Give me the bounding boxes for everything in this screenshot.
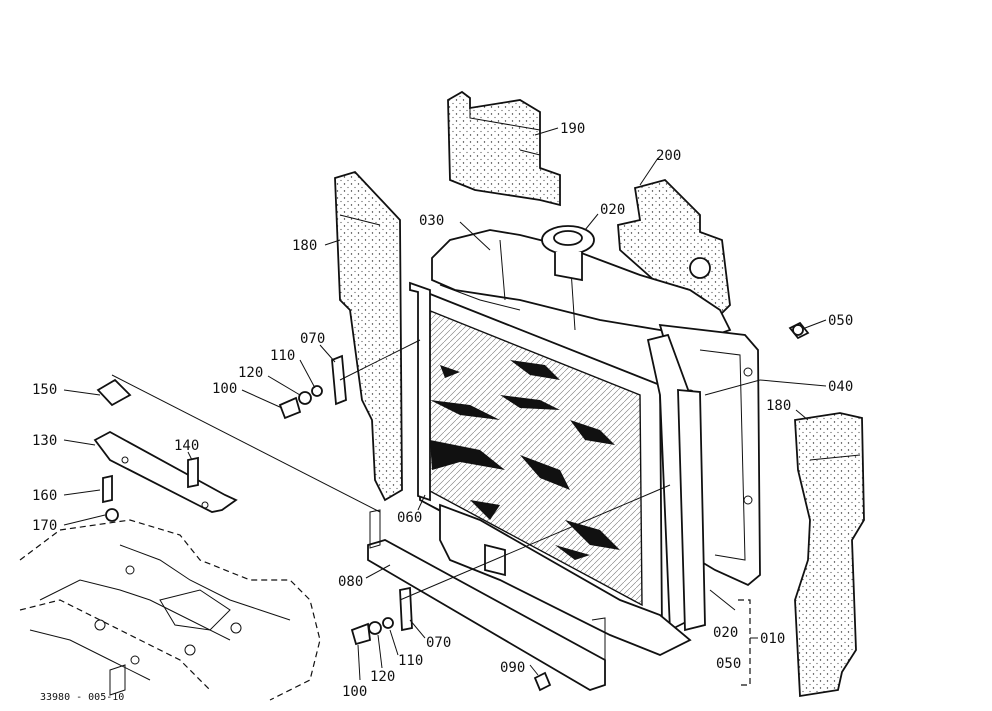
label-020-cap: 020 — [600, 202, 625, 218]
bracket-plate-150 — [96, 378, 132, 407]
foam-piece-190 — [447, 90, 561, 207]
label-070-lower: 070 — [426, 635, 451, 651]
label-010: 010 — [760, 631, 785, 647]
label-160: 160 — [32, 488, 57, 504]
label-150: 150 — [32, 382, 57, 398]
bolt-090 — [533, 671, 552, 692]
right-support-bracket — [646, 333, 706, 632]
label-100-lower: 100 — [342, 684, 367, 700]
label-040: 040 — [828, 379, 853, 395]
radiator-upper-tank — [431, 229, 732, 341]
label-130: 130 — [32, 433, 57, 449]
label-110-upper: 110 — [270, 348, 295, 364]
part-labels: 190 200 020 030 180 050 070 110 120 100 … — [32, 121, 853, 703]
label-190: 190 — [560, 121, 585, 137]
figure-code: 33980 - 005-10 — [40, 692, 124, 703]
foam-piece-200 — [617, 178, 731, 322]
radiator-cap-020 — [541, 225, 595, 282]
label-050-kit: 050 — [716, 656, 741, 672]
label-110-lower: 110 — [398, 653, 423, 669]
nut-170 — [105, 508, 119, 522]
label-090: 090 — [500, 660, 525, 676]
bolt-050 — [788, 321, 810, 340]
label-020-kit: 020 — [713, 625, 738, 641]
engine-base-casting — [19, 519, 321, 701]
foam-piece-180-right — [794, 412, 865, 698]
bottom-rail-080 — [367, 509, 606, 691]
label-050-bolt: 050 — [828, 313, 853, 329]
label-100-upper: 100 — [212, 381, 237, 397]
bracket-130 — [93, 430, 238, 513]
label-060: 060 — [397, 510, 422, 526]
label-080: 080 — [338, 574, 363, 590]
label-180-right: 180 — [766, 398, 791, 414]
leader-lines — [63, 127, 827, 686]
label-180-left: 180 — [292, 238, 317, 254]
side-plate-060 — [409, 281, 431, 502]
label-070-upper: 070 — [300, 331, 325, 347]
upper-fastener-set — [278, 354, 347, 420]
label-030: 030 — [419, 213, 444, 229]
stud-160 — [102, 474, 113, 504]
foam-piece-180-left — [334, 170, 403, 502]
label-120-lower: 120 — [370, 669, 395, 685]
lower-fastener-set — [350, 586, 413, 646]
label-200: 200 — [656, 148, 681, 164]
bolt-140 — [187, 456, 199, 489]
label-140: 140 — [174, 438, 199, 454]
label-170: 170 — [32, 518, 57, 534]
radiator-core — [419, 288, 663, 632]
label-120-upper: 120 — [238, 365, 263, 381]
